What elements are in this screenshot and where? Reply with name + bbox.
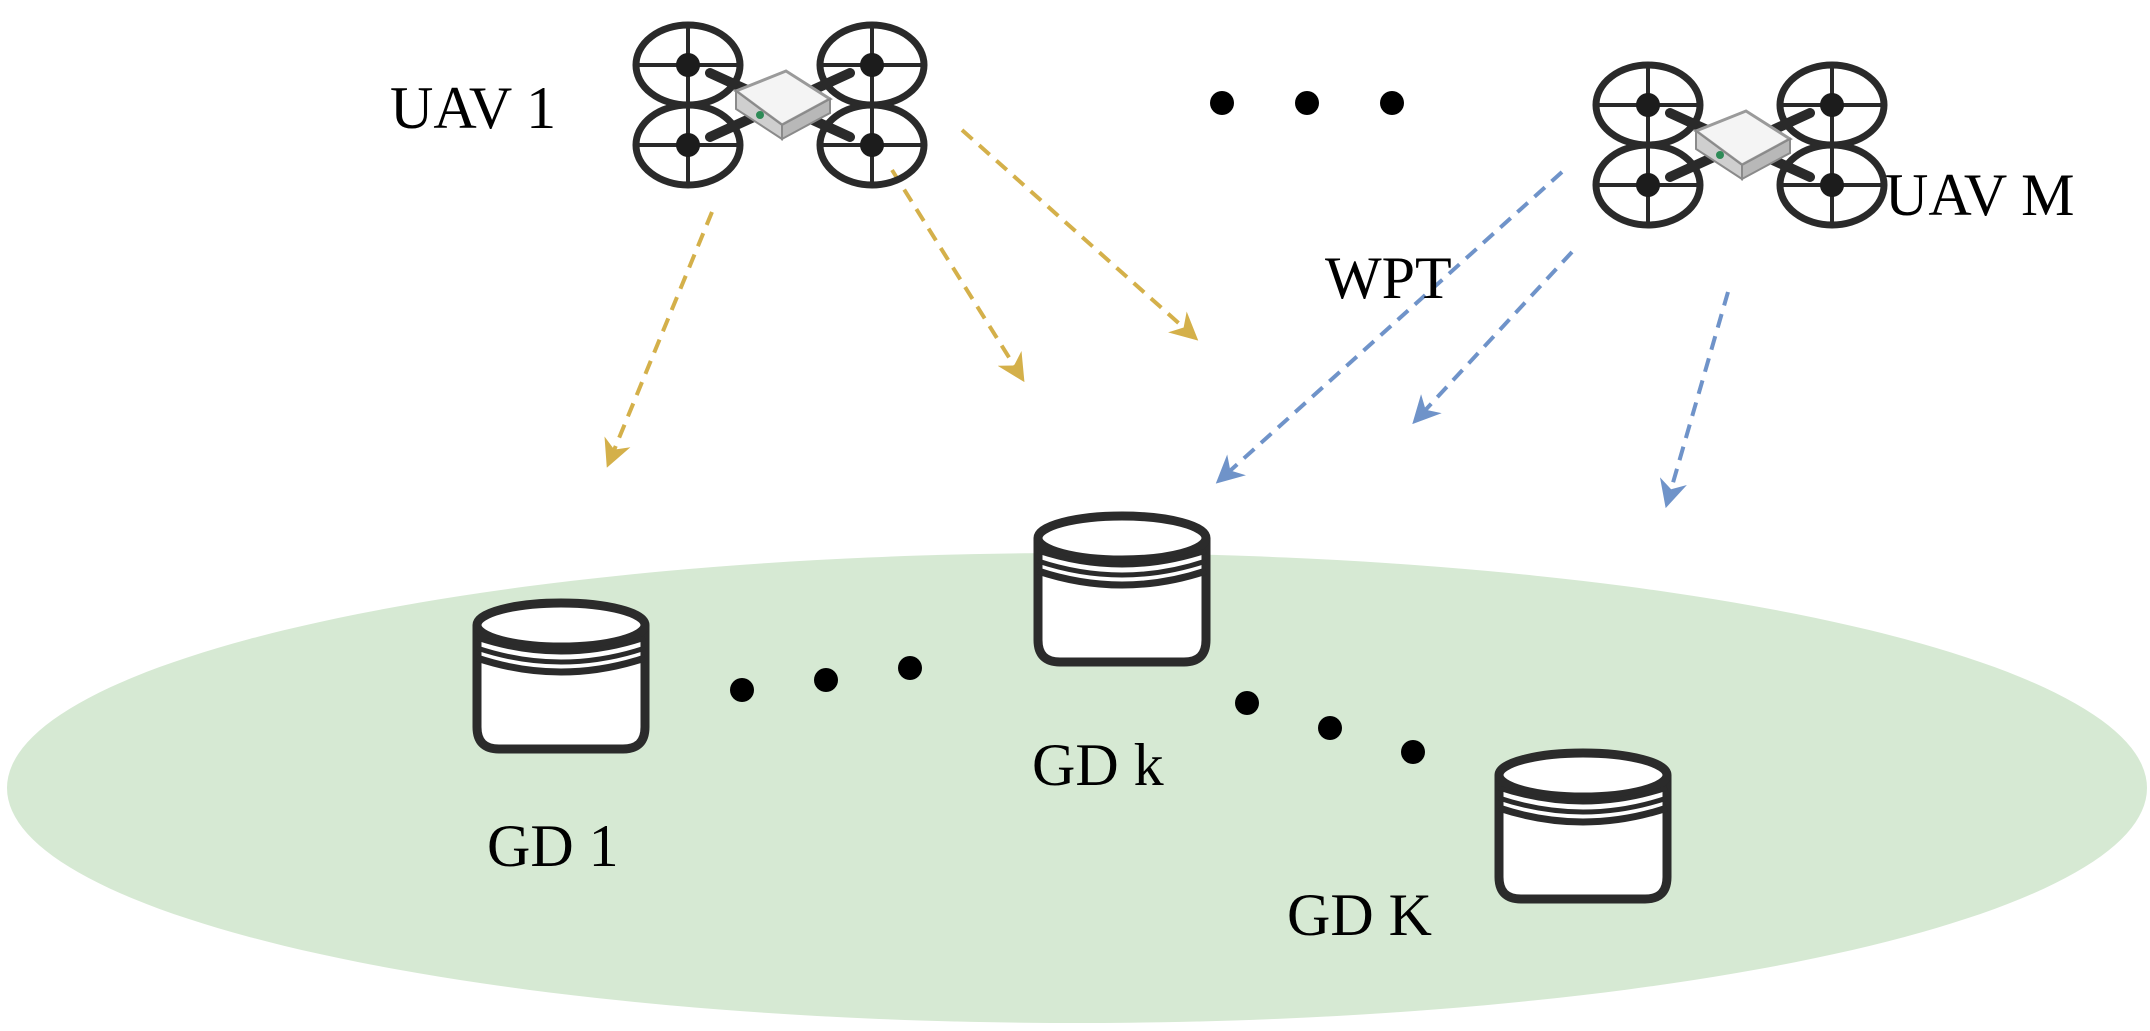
uav1-link-center	[890, 168, 1025, 383]
gd-k-device-icon	[1038, 516, 1206, 662]
uav-1-drone-icon	[636, 25, 924, 185]
uavm-link-right	[1659, 291, 1730, 509]
uavm-wpt-links	[1215, 170, 1730, 509]
uav-m-drone-icon	[1596, 65, 1884, 225]
gd-1-device-icon	[477, 603, 645, 749]
uav1-link-to-gd1	[604, 211, 714, 468]
uavm-link-to-gdk	[1215, 170, 1564, 484]
gd-k-label: GD k	[1032, 732, 1164, 798]
uav-m-label: UAV M	[1885, 162, 2075, 228]
gd-1-label: GD 1	[487, 813, 619, 879]
uav1-wpt-links	[604, 128, 1199, 468]
gd-ellipsis-right	[1235, 691, 1425, 764]
gd-ellipsis-left	[730, 656, 922, 702]
uav1-link-right	[960, 128, 1199, 341]
gd-K-device-icon	[1499, 753, 1667, 899]
gd-K-label: GD K	[1287, 882, 1432, 948]
uavm-link-center	[1412, 250, 1574, 425]
uav-1-label: UAV 1	[390, 75, 556, 141]
wpt-label: WPT	[1325, 245, 1452, 311]
uav-ellipsis	[1210, 91, 1404, 115]
